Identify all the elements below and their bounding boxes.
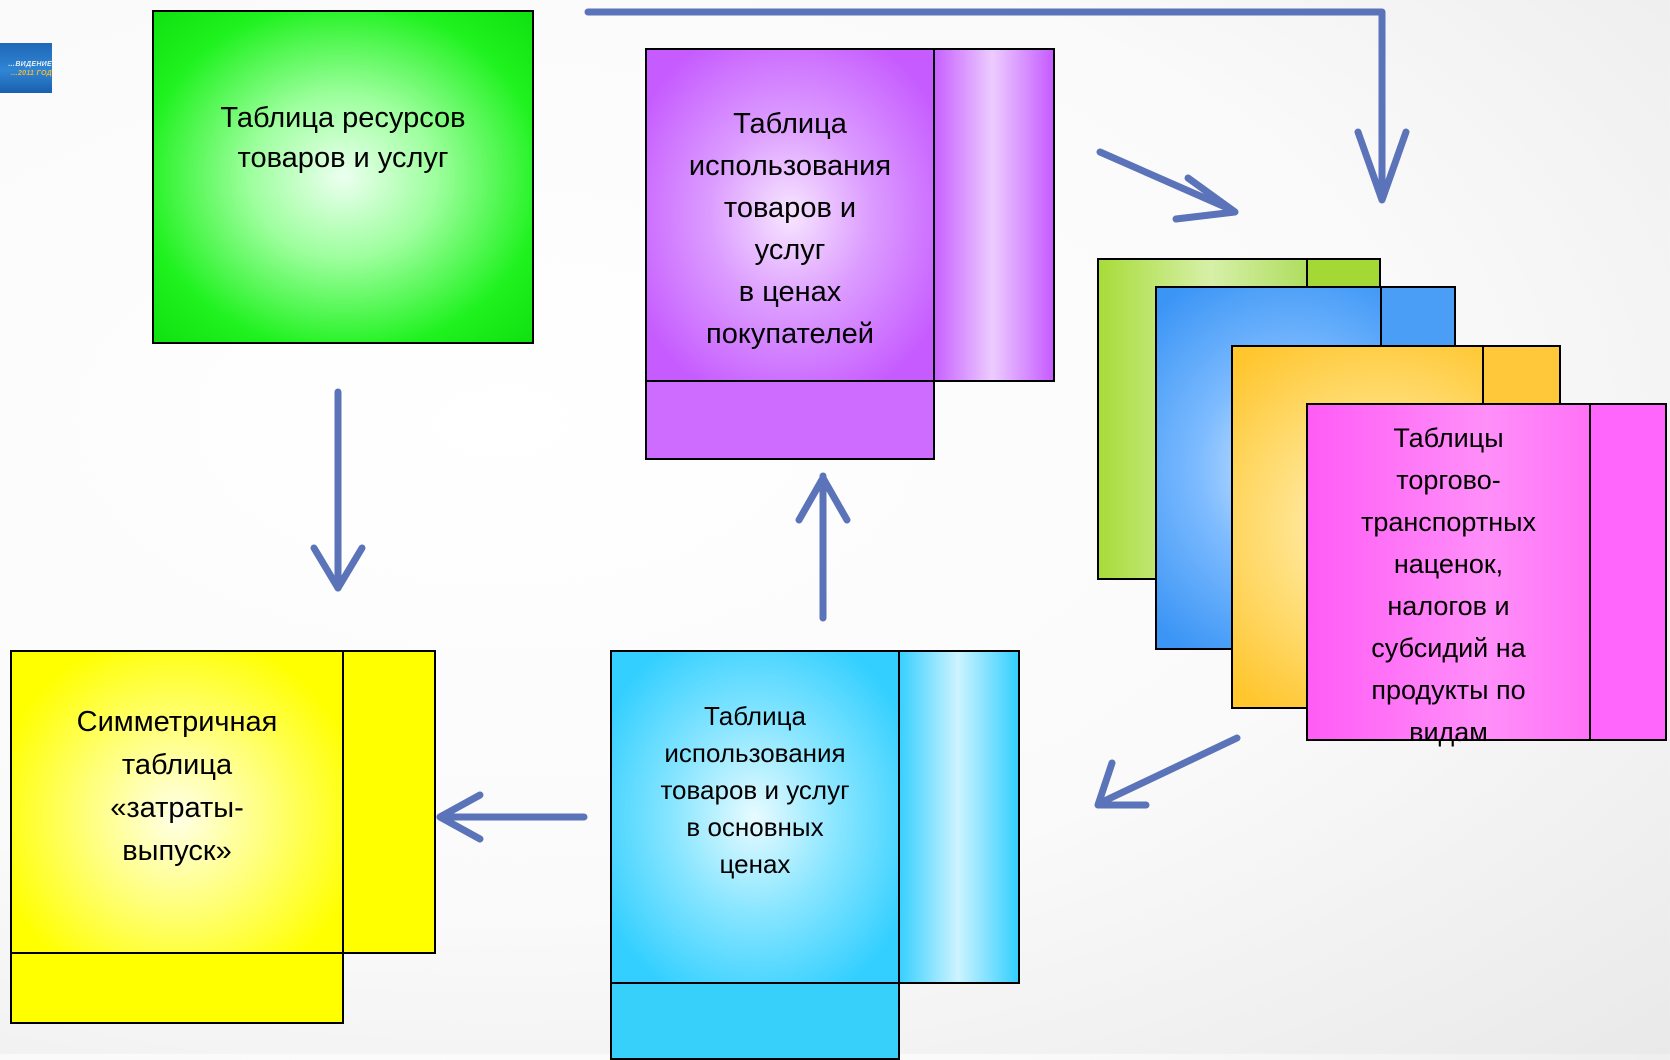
margins-table-line: налогов и [1387,591,1510,621]
arrow-stack-to-basic-head [1094,759,1150,809]
arrow-top-connector-head [1354,128,1410,204]
logo-text-line2: …2011 ГОД [10,70,52,77]
purchaser-table-bottom-tab [645,380,935,460]
arrow-stack-to-basic [1096,734,1241,807]
purchaser-table-line: покупателей [706,318,874,350]
margins-table-line: транспортных [1360,507,1537,537]
symmetric-table-line: таблица [121,749,233,781]
basic-table-line: ценах [719,849,791,879]
basic-table-line: в основных [686,812,824,842]
purchaser-table-box [645,48,935,382]
symmetric-table-line: Симметричная [76,706,278,738]
logo-text-line1: …ВИДЕНИЕ [8,61,52,68]
symmetric-table-label: Симметричная таблица «затраты- выпуск» [10,701,344,873]
purchaser-table-line: товаров и [723,192,857,224]
resources-table-line: товаров и услуг [237,142,449,174]
resources-table-label: Таблица ресурсов товаров и услуг [152,98,534,178]
arrow-basic-to-symmetric-head [436,791,484,843]
purchaser-table-side-tab [930,48,1055,382]
resources-table-box [152,10,534,344]
basic-table-label: Таблица использования товаров и услуг в … [610,698,900,883]
margins-table-line: субсидий на [1371,633,1526,663]
symmetric-table-box [10,650,344,954]
purchaser-table-line: в ценах [738,276,842,308]
purchaser-table-label: Таблица использования товаров и услуг в … [645,103,935,355]
arrow-resources-to-symmetric-head [310,544,366,592]
margins-table-line: Таблицы [1393,423,1504,453]
arrow-purchaser-to-stack-head [1172,174,1239,223]
purchaser-table-line: услуг [754,234,826,266]
arrow-purchaser-to-stack [1096,148,1236,214]
margins-table-line: продукты по [1371,675,1526,705]
symmetric-table-line: «затраты- [110,792,244,824]
symmetric-table-line: выпуск» [122,835,232,867]
resources-table-line: Таблица ресурсов [220,102,466,134]
logo: …ВИДЕНИЕ …2011 ГОД [0,43,52,93]
purchaser-table-line: Таблица [733,108,847,140]
arrow-top-connector [584,8,1386,202]
basic-table-line: товаров и услуг [660,775,850,805]
margins-table-side-tab [1589,403,1667,741]
margins-table-line: торгово- [1396,465,1501,495]
margins-table-line: видам [1409,717,1488,747]
purchaser-table-line: использования [688,150,892,182]
margins-table-label: Таблицы торгово- транспортных наценок, н… [1306,417,1591,753]
arrow-basic-to-purchaser-head [795,474,851,524]
basic-table-line: использования [664,738,846,768]
basic-table-box [610,650,900,984]
basic-table-line: Таблица [704,701,806,731]
basic-table-bottom-tab [610,980,900,1060]
margins-table-line: наценок, [1393,549,1504,579]
